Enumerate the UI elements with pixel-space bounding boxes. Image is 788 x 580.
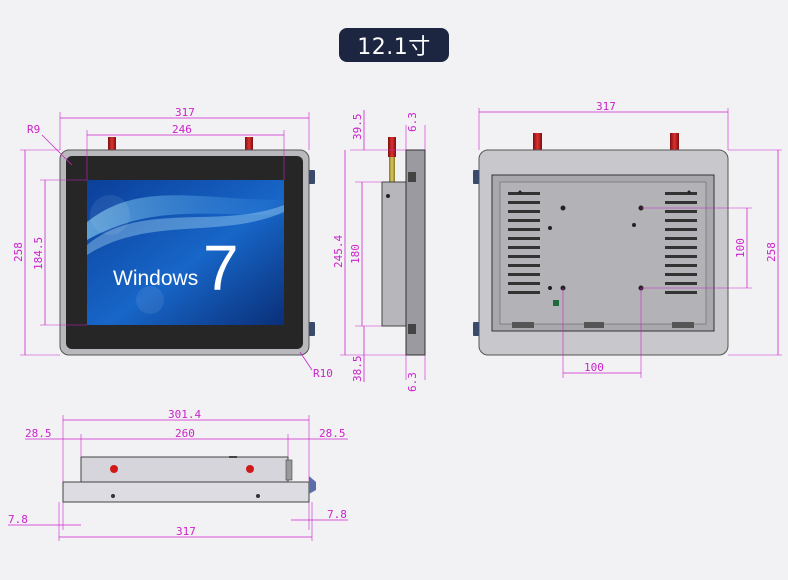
back-view: 317 258 100 100 [473, 100, 782, 378]
antenna-right [245, 137, 253, 151]
antenna-left [108, 137, 116, 151]
left-margin-label: 28.5 [25, 427, 52, 440]
right-margin-label: 28.5 [319, 427, 346, 440]
side-body [381, 181, 407, 327]
front-inner-width-label: 246 [172, 123, 192, 136]
side-body-height-label: 180 [349, 244, 362, 264]
right-bezel-label: 7.8 [327, 508, 347, 521]
vesa-holes [518, 190, 691, 291]
side-depth-bottom-label: 6.3 [406, 372, 419, 392]
hole-vertical-label: 100 [734, 238, 747, 258]
bottom-radius-label: R10 [313, 367, 333, 380]
back-width-label: 317 [596, 100, 616, 113]
inner-width-label: 260 [175, 427, 195, 440]
back-height-label: 258 [765, 242, 778, 262]
side-top-offset-label: 39.5 [351, 114, 364, 141]
top-antenna-right [246, 465, 254, 473]
screen-swoosh [87, 195, 284, 240]
total-width-label: 317 [176, 525, 196, 538]
screen-version-numeral: 7 [203, 232, 239, 304]
top-antenna-left [110, 465, 118, 473]
side-bottom-offset-label: 38.5 [351, 356, 364, 383]
size-title: 12.1寸 [339, 28, 449, 62]
overall-width-label: 301.4 [168, 408, 201, 421]
front-width-label: 317 [175, 106, 195, 119]
side-depth-top-label: 6.3 [406, 112, 419, 132]
top-radius-label: R9 [27, 123, 40, 136]
hole-horizontal-label: 100 [584, 361, 604, 374]
left-bezel-label: 7.8 [8, 513, 28, 526]
top-front-panel [62, 481, 310, 503]
front-height-label: 258 [12, 242, 25, 262]
front-inner-height-label: 184.5 [32, 237, 45, 270]
top-view: 301.4 260 28.5 28.5 7.8 7.8 317 [8, 408, 348, 541]
side-front-panel [405, 149, 426, 356]
back-vent-left [508, 192, 540, 294]
front-view: Windows 7 317 246 R9 258 [12, 106, 333, 380]
back-vent-right [665, 192, 697, 294]
side-total-height-label: 245.4 [332, 235, 345, 268]
side-view: 39.5 6.3 245.4 180 38.5 6.3 [332, 110, 426, 392]
screen-brand-text: Windows [113, 267, 198, 290]
